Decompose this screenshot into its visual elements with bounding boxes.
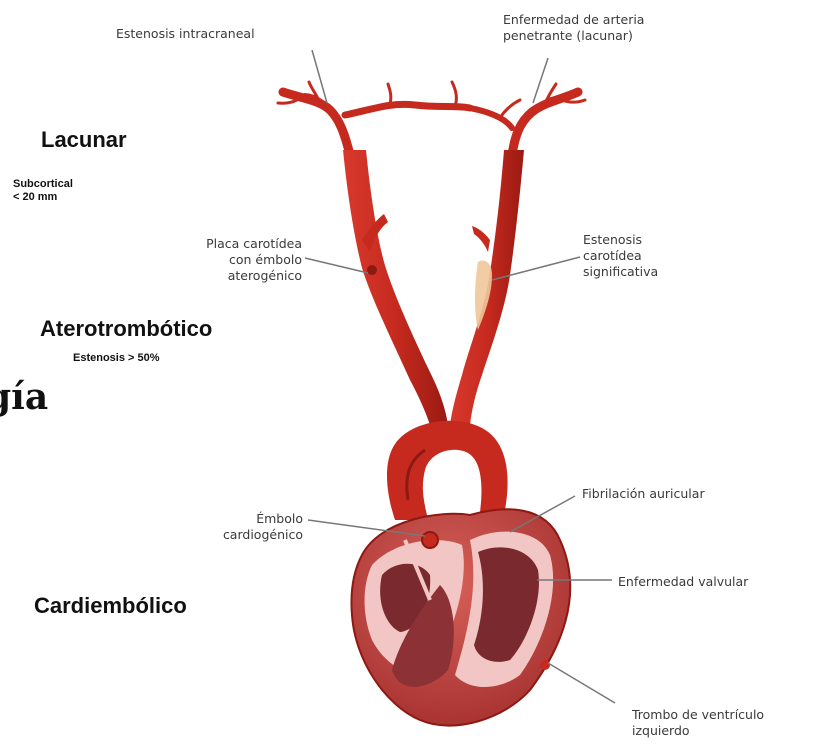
category-lacunar-note: Subcortical < 20 mm bbox=[13, 178, 73, 204]
label-intracranial-stenosis: Estenosis intracraneal bbox=[116, 26, 255, 42]
carotid-arteries bbox=[343, 150, 524, 425]
cut-heading-fragment: gía bbox=[0, 376, 48, 418]
label-atrial-fibrillation: Fibrilación auricular bbox=[582, 486, 705, 502]
label-valvular-disease: Enfermedad valvular bbox=[618, 574, 748, 590]
label-lv-thrombus: Trombo de ventrículo izquierdo bbox=[632, 707, 764, 739]
label-cardiogenic-embolus: Émbolo cardiogénico bbox=[170, 511, 303, 543]
category-lacunar-title: Lacunar bbox=[41, 127, 127, 153]
heart bbox=[351, 509, 570, 725]
aortic-arch bbox=[387, 421, 508, 520]
label-penetrating-artery-disease: Enfermedad de arteria penetrante (lacuna… bbox=[503, 12, 644, 44]
category-cardioembolic-title: Cardiembólico bbox=[34, 593, 187, 619]
category-atherothrombotic-title: Aterotrombótico bbox=[40, 316, 212, 342]
label-carotid-plaque: Placa carotídea con émbolo aterogénico bbox=[160, 236, 302, 284]
label-significant-carotid-stenosis: Estenosis carotídea significativa bbox=[583, 232, 658, 280]
category-atherothrombotic-note: Estenosis > 50% bbox=[73, 352, 160, 365]
